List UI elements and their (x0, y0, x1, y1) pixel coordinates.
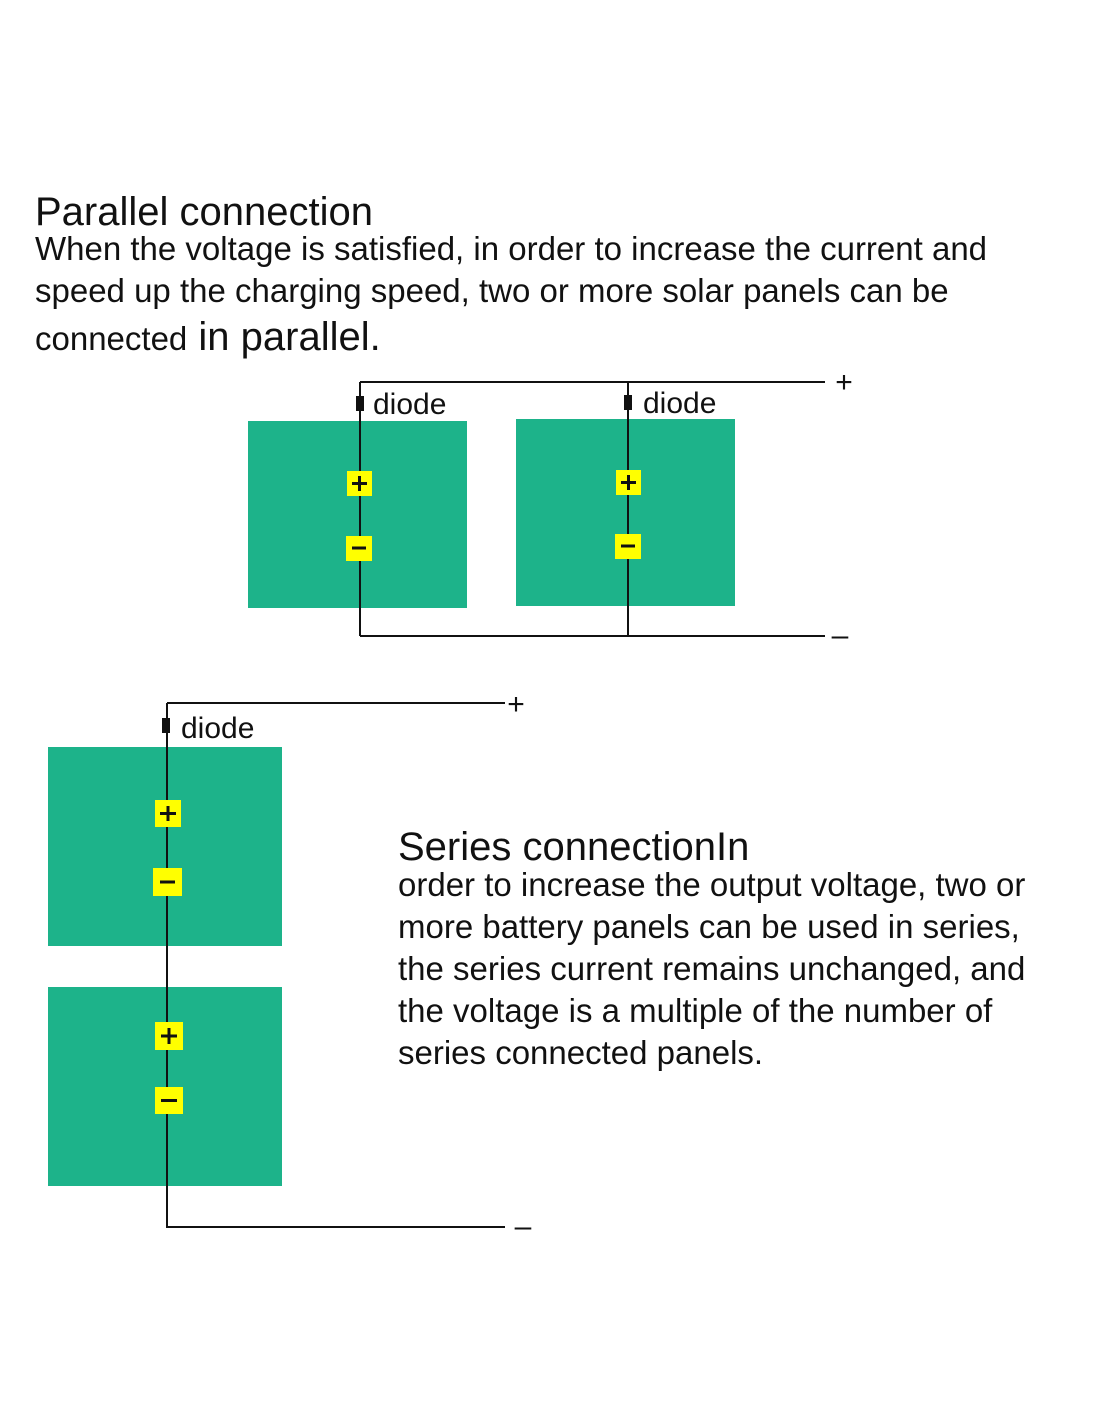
positive-output-label: + (835, 366, 853, 399)
series-text-line: series connected panels. (398, 1034, 763, 1071)
solar-panel (516, 419, 735, 606)
series-title: Series connectionIn (398, 825, 749, 869)
diode-icon (356, 396, 364, 411)
parallel-text-large: in parallel. (187, 315, 380, 359)
positive-terminal-icon (155, 800, 181, 827)
positive-output-label: + (507, 688, 525, 721)
diode-icon (624, 395, 632, 410)
series-text-line: the voltage is a multiple of the number … (398, 992, 993, 1029)
negative-output-label: – (515, 1210, 532, 1243)
parallel-text-line: connected in parallel. (35, 315, 381, 359)
diode-label: diode (373, 388, 446, 421)
series-text-line: order to increase the output voltage, tw… (398, 866, 1025, 903)
diode-icon (162, 718, 170, 733)
wire (359, 381, 825, 637)
negative-terminal-icon (615, 534, 641, 559)
parallel-text-line: speed up the charging speed, two or more… (35, 272, 949, 309)
solar-panel (48, 747, 282, 946)
negative-output-label: – (832, 619, 849, 652)
positive-terminal-icon (155, 1022, 183, 1050)
series-diagram: diode + – (48, 688, 532, 1243)
negative-terminal-icon (346, 536, 372, 561)
parallel-title: Parallel connection (35, 190, 373, 234)
solar-panel (48, 987, 282, 1186)
negative-terminal-icon (155, 1087, 183, 1114)
parallel-diagram: diode diode + – (248, 366, 853, 652)
positive-terminal-icon (347, 471, 372, 496)
series-text-line: the series current remains unchanged, an… (398, 950, 1025, 987)
diode-label: diode (643, 387, 716, 420)
series-text-line: more battery panels can be used in serie… (398, 908, 1020, 945)
positive-terminal-icon (616, 470, 641, 495)
parallel-text-line: When the voltage is satisfied, in order … (35, 230, 987, 267)
solar-panel (248, 421, 467, 608)
parallel-text-small: connected (35, 320, 187, 357)
diode-label: diode (181, 712, 254, 745)
negative-terminal-icon (153, 868, 182, 896)
